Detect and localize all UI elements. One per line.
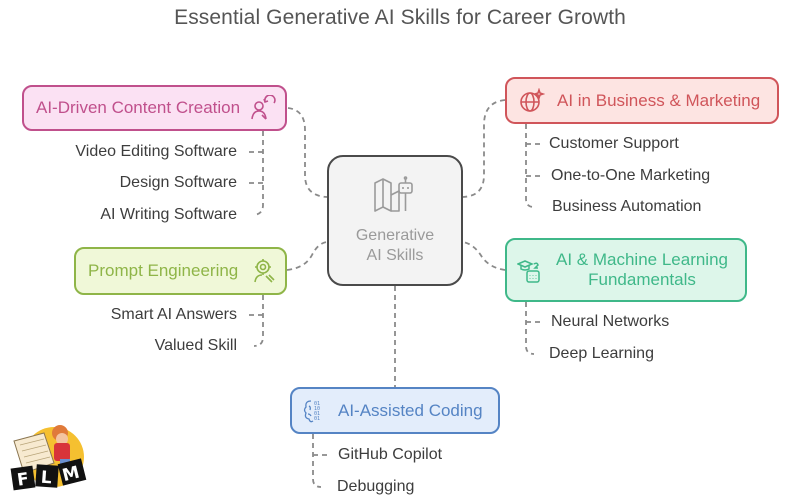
branch-ml-fundamentals-label: AI & Machine Learning Fundamentals xyxy=(556,250,728,289)
person-gear-icon xyxy=(252,258,278,284)
branch-content-creation-label: AI-Driven Content Creation xyxy=(36,98,241,117)
flm-logo: F L M xyxy=(8,415,92,495)
leaf-debugging: Debugging xyxy=(337,478,415,495)
branch-ai-assisted-coding[interactable]: 01 10 01 01 AI-Assisted Coding xyxy=(290,387,500,434)
globe-sparkle-icon xyxy=(519,87,545,114)
branch-ai-assisted-coding-label: AI-Assisted Coding xyxy=(338,400,483,420)
leaf-ai-writing-software: AI Writing Software xyxy=(100,206,237,223)
branch-prompt-engineering[interactable]: Prompt Engineering xyxy=(74,247,287,295)
leaf-video-editing-software: Video Editing Software xyxy=(75,143,237,160)
leaf-deep-learning: Deep Learning xyxy=(549,345,654,362)
svg-text:F: F xyxy=(16,469,30,490)
central-topic-label: Generative AI Skills xyxy=(355,227,435,264)
svg-text:M: M xyxy=(60,463,81,486)
branch-content-creation[interactable]: AI-Driven Content Creation xyxy=(22,85,287,131)
brain-binary-icon: 01 10 01 01 xyxy=(302,398,328,424)
branch-business-marketing-label: AI in Business & Marketing xyxy=(557,90,761,110)
svg-text:L: L xyxy=(40,468,52,489)
svg-text:01: 01 xyxy=(314,401,320,407)
svg-text:01: 01 xyxy=(314,416,320,422)
svg-text:01: 01 xyxy=(314,411,320,417)
leaf-design-software: Design Software xyxy=(119,174,237,191)
leaf-valued-skill: Valued Skill xyxy=(154,337,237,354)
people-refresh-icon xyxy=(250,95,276,121)
branch-business-marketing[interactable]: AI in Business & Marketing xyxy=(505,77,779,124)
svg-text:10: 10 xyxy=(314,406,320,412)
graduation-cap-calculator-icon xyxy=(517,257,543,283)
leaf-smart-ai-answers: Smart AI Answers xyxy=(110,306,237,323)
page-title: Essential Generative AI Skills for Caree… xyxy=(174,6,626,29)
map-robot-icon xyxy=(372,175,418,220)
leaf-customer-support: Customer Support xyxy=(549,135,679,152)
central-topic-node[interactable]: Generative AI Skills xyxy=(327,155,463,286)
leaf-one-to-one-marketing: One-to-One Marketing xyxy=(551,167,711,184)
branch-prompt-engineering-label: Prompt Engineering xyxy=(88,261,239,280)
leaf-business-automation: Business Automation xyxy=(552,198,702,215)
branch-ml-fundamentals[interactable]: AI & Machine Learning Fundamentals xyxy=(505,238,747,302)
leaf-github-copilot: GitHub Copilot xyxy=(338,446,443,463)
leaf-neural-networks: Neural Networks xyxy=(551,313,670,330)
